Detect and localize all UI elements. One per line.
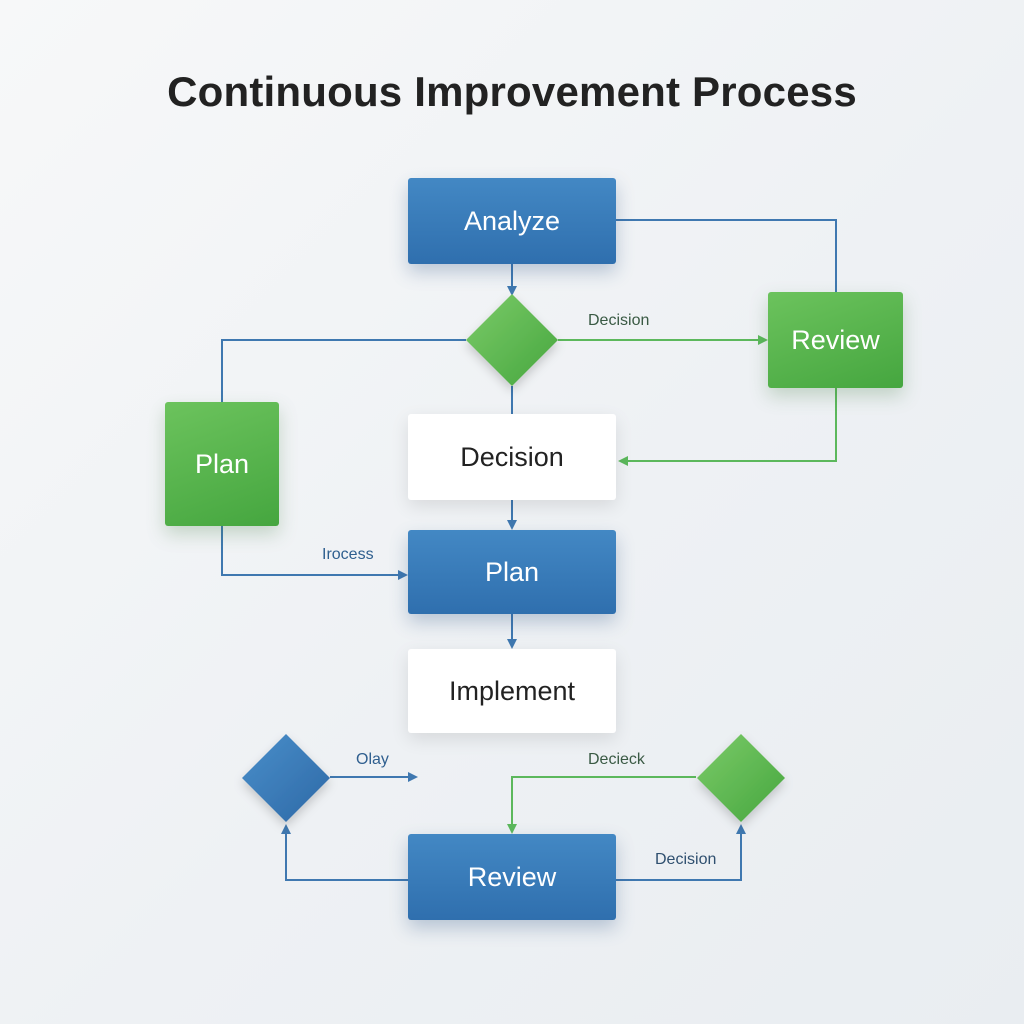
decision-diamond-top[interactable]: [466, 294, 558, 386]
edge-plan-left-to-plan: [221, 526, 408, 580]
edge-label-decieck: Decieck: [588, 751, 645, 768]
plan-node-center[interactable]: Plan: [408, 530, 616, 614]
implement-node[interactable]: Implement: [408, 649, 616, 733]
review-bottom-label: Review: [467, 861, 557, 892]
edge-label-decision-top: Decision: [588, 312, 650, 329]
review-right-label: Review: [791, 324, 880, 355]
edge-review-to-right-diamond: [616, 824, 746, 881]
analyze-node[interactable]: Analyze: [408, 178, 616, 264]
decision-node[interactable]: Decision: [408, 414, 616, 500]
edge-review-to-left-diamond: [281, 824, 408, 881]
edge-right-diamond-to-review: [507, 776, 696, 834]
review-node-bottom[interactable]: Review: [408, 834, 616, 920]
review-node-right[interactable]: Review: [768, 292, 903, 388]
edge-label-decision-bottom: Decision: [655, 851, 717, 868]
page-title: Continuous Improvement Process: [167, 68, 857, 115]
edge-label-process: Irocess: [322, 546, 374, 563]
edge-review-to-decision: [618, 388, 837, 466]
plan-left-label: Plan: [194, 448, 250, 479]
edge-label-olay: Olay: [356, 751, 389, 768]
edge-diamond-to-plan-left: [221, 339, 466, 402]
decision-diamond-bottom-right[interactable]: [697, 734, 785, 822]
decision-diamond-bottom-left[interactable]: [242, 734, 330, 822]
implement-label: Implement: [448, 675, 576, 706]
plan-node-left[interactable]: Plan: [165, 402, 279, 526]
analyze-label: Analyze: [463, 205, 561, 236]
decision-label: Decision: [460, 441, 564, 472]
edge-analyze-to-review: [616, 219, 837, 292]
plan-center-label: Plan: [484, 556, 540, 587]
